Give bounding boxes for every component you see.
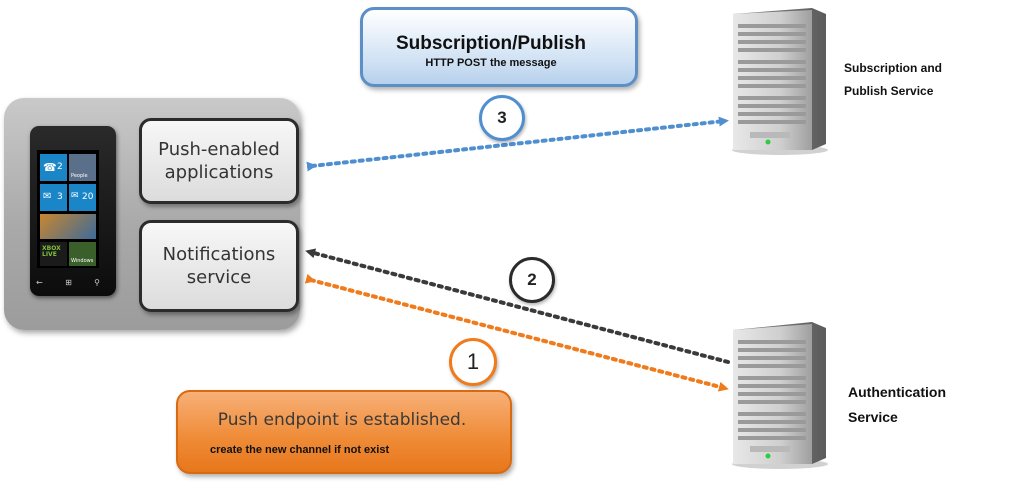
tile-photos: [40, 214, 96, 239]
subscription-publish-subtitle: HTTP POST the message: [425, 57, 557, 69]
phone-screen: ☎ 2 People ✉ 3 ✉ 20 XBOX LIVE Windows: [37, 150, 99, 268]
authentication-service-label-line2: Service: [848, 409, 898, 425]
subscription-service-label-line1: Subscription and: [844, 61, 943, 75]
notifications-service-label: Notifications service: [162, 244, 276, 288]
tile-messaging: ✉ 3: [40, 184, 67, 211]
subscription-service-label-line2: Publish Service: [844, 84, 934, 98]
step-1-badge: 1: [449, 338, 497, 386]
server-icon: [732, 322, 828, 469]
subscription-arrow: [306, 116, 729, 172]
tile-phone: ☎ 2: [40, 154, 67, 181]
tile-mail: ✉ 20: [69, 184, 96, 211]
windows-icon: ⊞: [65, 277, 72, 287]
search-icon: ⚲: [94, 277, 100, 287]
step-2-badge: 2: [509, 257, 555, 303]
server-icon: [732, 8, 828, 155]
subscription-publish-callout: [360, 7, 638, 87]
tile-xbox: XBOX LIVE: [40, 242, 67, 266]
notifications-service-box: Notifications service: [139, 220, 299, 312]
push-endpoint-subtitle: create the new channel if not exist: [210, 444, 390, 456]
push-endpoint-callout: [176, 390, 512, 474]
authentication-service-label-line1: Authentication: [848, 384, 946, 400]
push-enabled-applications-box: Push-enabled applications: [139, 118, 299, 204]
push-endpoint-title: Push endpoint is established.: [217, 410, 467, 430]
tile-windows: Windows: [69, 242, 96, 266]
push-endpoint-arrow: [304, 273, 729, 392]
tile-people: People: [69, 154, 96, 181]
phone-hardware-buttons: ← ⊞ ⚲: [36, 276, 100, 288]
push-enabled-applications-label: Push-enabled applications: [158, 139, 280, 183]
subscription-publish-title: Subscription/Publish: [395, 33, 586, 54]
back-icon: ←: [36, 277, 43, 287]
step-3-badge: 3: [479, 95, 525, 141]
